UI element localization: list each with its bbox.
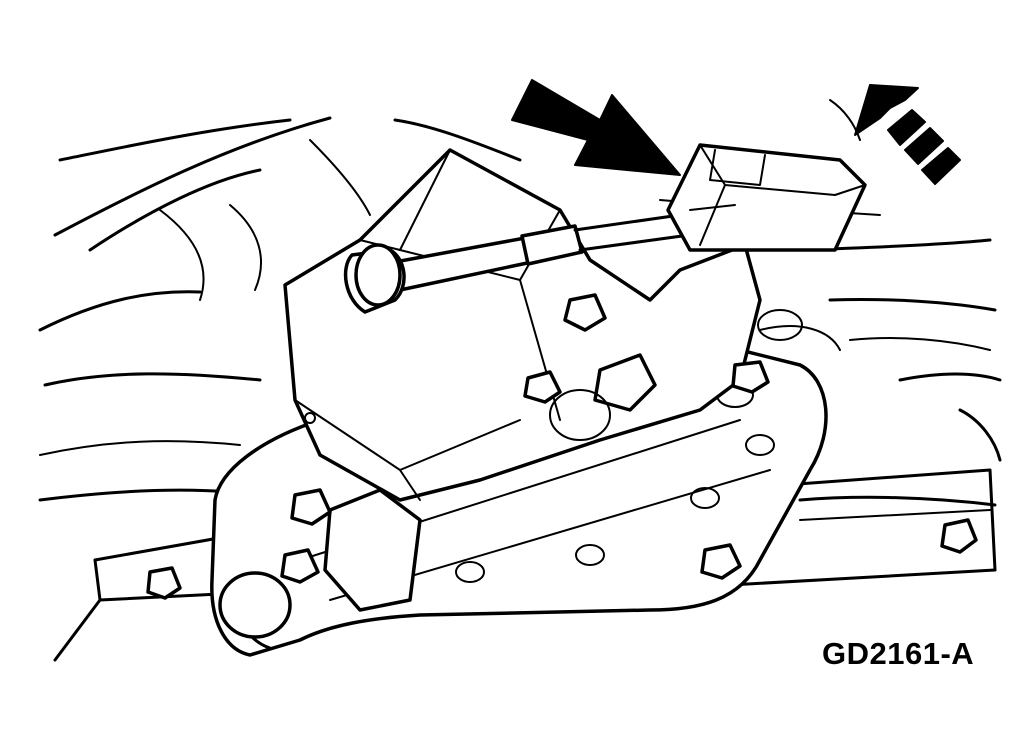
sensor-harness xyxy=(343,213,684,314)
dashed-arrow-up-left-icon xyxy=(829,84,961,185)
shaft-nut xyxy=(593,353,657,412)
bolt xyxy=(700,543,742,580)
bolt xyxy=(280,548,320,584)
bolt xyxy=(731,360,770,394)
arrow-down-right-icon xyxy=(511,79,681,176)
bolt xyxy=(563,293,607,332)
bolt xyxy=(290,488,332,526)
figure-id-label: GD2161-A xyxy=(822,636,975,671)
bolt xyxy=(940,518,978,554)
bolt xyxy=(523,370,562,404)
bolt xyxy=(146,566,182,600)
mounting-bolts xyxy=(146,293,978,600)
electrical-connector xyxy=(666,143,867,252)
